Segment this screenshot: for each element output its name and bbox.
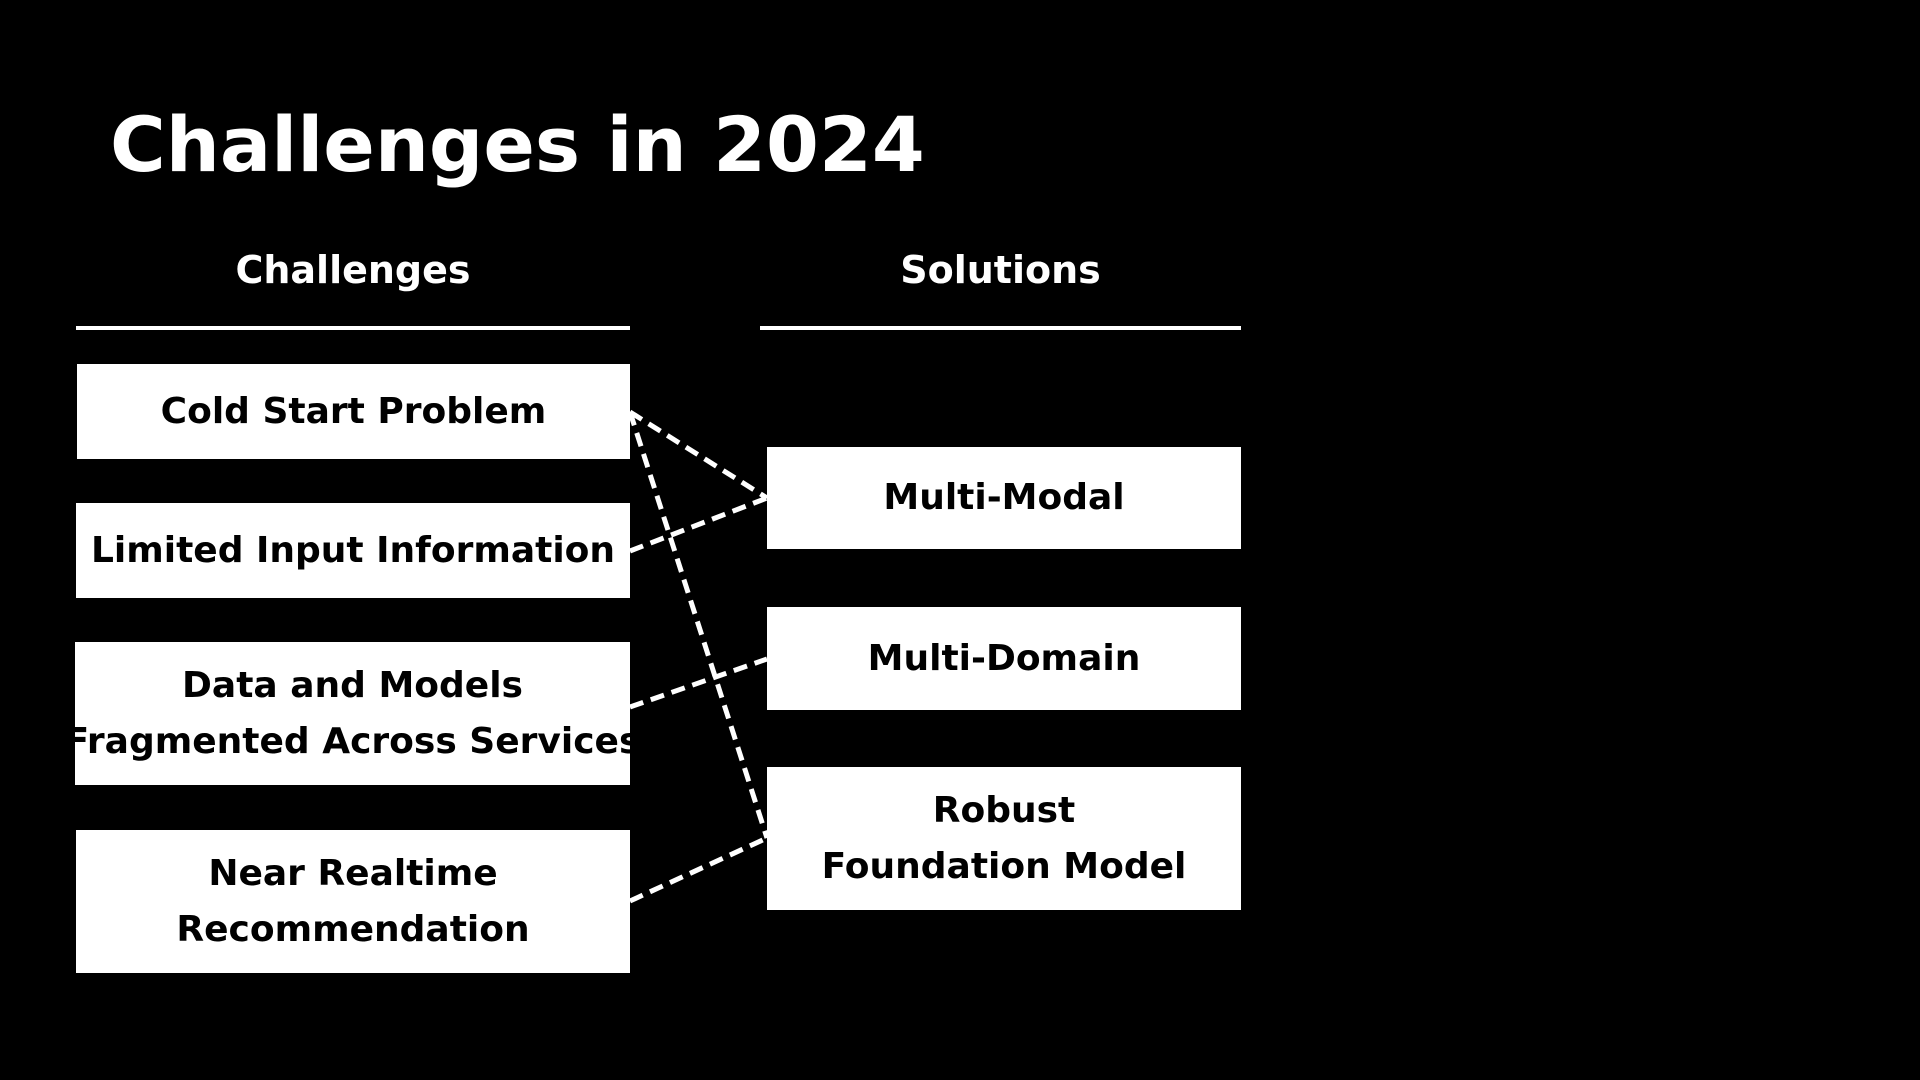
link-cold-start-to-multi-modal xyxy=(628,409,769,501)
challenge-label-line-1: Near Realtime xyxy=(208,852,498,894)
challenge-box-near-realtime: Near Realtime Recommendation xyxy=(76,830,630,973)
challenge-label: Limited Input Information xyxy=(90,529,616,571)
link-limited-input-to-multi-modal xyxy=(629,495,768,554)
challenge-box-cold-start: Cold Start Problem xyxy=(77,364,630,459)
link-cold-start-to-robust-foundation xyxy=(627,411,770,839)
solution-label: Multi-Modal xyxy=(883,477,1125,518)
challenge-label-line-2: Fragmented Across Services xyxy=(64,720,641,762)
solution-box-robust-foundation: Robust Foundation Model xyxy=(767,767,1241,910)
page-title: Challenges in 2024 xyxy=(110,100,925,189)
solution-label: Multi-Domain xyxy=(867,637,1141,679)
solutions-column-header: Solutions xyxy=(900,248,1101,292)
link-fragmented-to-multi-domain xyxy=(629,656,768,710)
challenges-column-rule xyxy=(76,326,630,330)
challenge-label: Cold Start Problem xyxy=(160,390,547,432)
solution-box-multi-modal: Multi-Modal xyxy=(767,447,1241,549)
solutions-column-rule xyxy=(760,326,1241,330)
challenge-label-line-2: Recommendation xyxy=(176,908,530,950)
solution-label-line-1: Robust xyxy=(932,789,1076,831)
challenge-label-line-1: Data and Models xyxy=(182,664,523,706)
challenges-column-header: Challenges xyxy=(235,248,471,292)
link-near-realtime-to-robust-foundation xyxy=(628,835,769,904)
solution-box-multi-domain: Multi-Domain xyxy=(767,607,1241,710)
solution-label-line-2: Foundation Model xyxy=(821,845,1187,887)
challenge-box-fragmented: Data and Models Fragmented Across Servic… xyxy=(65,642,640,785)
challenge-box-limited-input: Limited Input Information xyxy=(76,503,630,598)
